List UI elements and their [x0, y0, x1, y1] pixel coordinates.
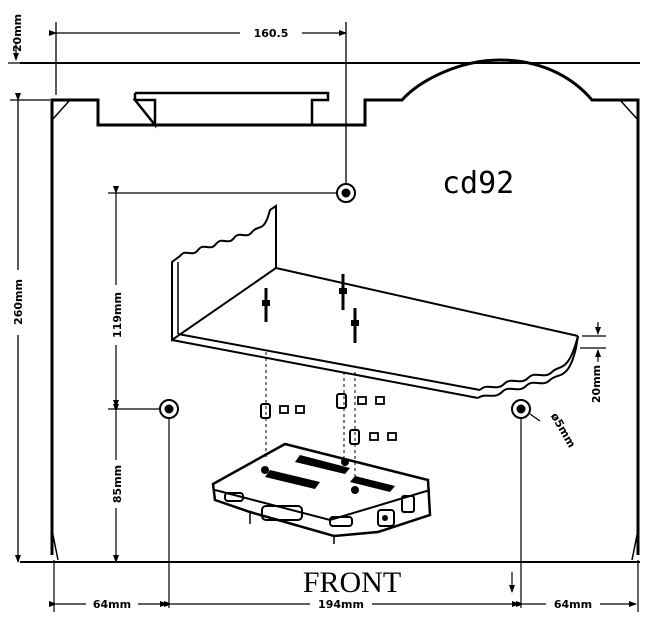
- label-64mm-right: 64mm: [554, 598, 592, 611]
- front-label: FRONT: [303, 566, 401, 599]
- mounting-hole-front-right: [511, 399, 531, 608]
- label-85mm: 85mm: [111, 465, 124, 503]
- mounting-hole-front-left: [159, 399, 179, 608]
- dimension-shelf-thickness: 20mm: [580, 322, 606, 403]
- label-194mm: 194mm: [318, 598, 364, 611]
- dimension-overall-depth: 260mm: [10, 93, 50, 563]
- shelf-illustration: [171, 204, 579, 399]
- label-260mm: 260mm: [12, 279, 25, 325]
- label-hole-diameter: ø5mm: [548, 410, 578, 450]
- dimension-hole-diameter: ø5mm: [529, 410, 578, 450]
- label-64mm-left: 64mm: [93, 598, 131, 611]
- dimension-top-hole-spacing: 160.5: [49, 22, 347, 185]
- rear-bracket: [132, 91, 330, 129]
- fastener-parts: [260, 352, 397, 490]
- device-illustration: [211, 442, 432, 544]
- cabinet-outline: [20, 58, 640, 563]
- label-160-5: 160.5: [254, 27, 289, 40]
- model-label: cd92: [442, 166, 514, 201]
- label-20mm-shelf: 20mm: [590, 365, 603, 403]
- dimension-bottom: 64mm 194mm 64mm: [49, 560, 639, 612]
- mounting-hole-rear: [336, 183, 356, 203]
- dimension-rear-hole-depth: 119mm: [108, 186, 338, 408]
- dimension-top-offset: 20mm: [8, 14, 26, 64]
- label-20mm-top: 20mm: [11, 14, 24, 52]
- label-119mm: 119mm: [111, 292, 124, 338]
- dimension-front-hole-depth: 85mm: [108, 404, 160, 563]
